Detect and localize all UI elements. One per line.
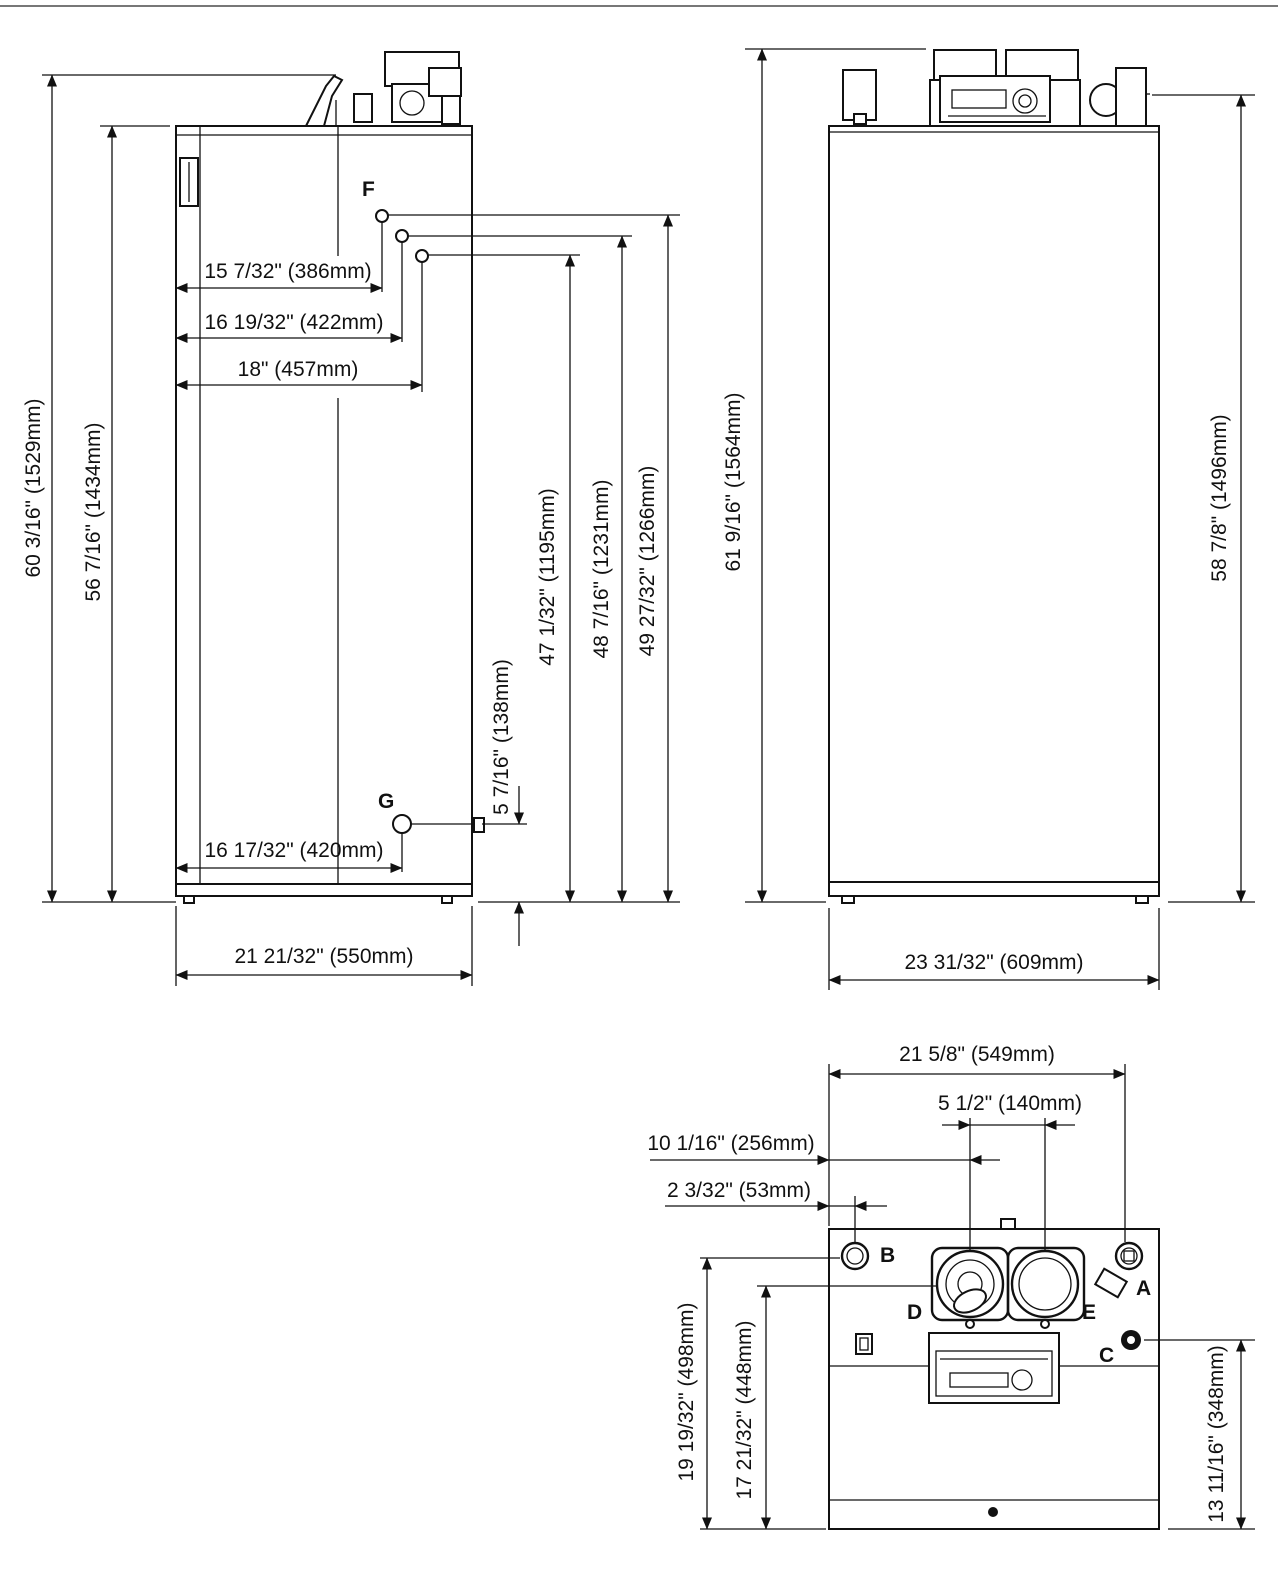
dim-d-depth: 17 21/32" (448mm) (733, 1320, 756, 1499)
front-base (828, 881, 1160, 897)
label-g: G (378, 790, 394, 813)
side-top-components (304, 51, 462, 127)
vent-e-icon (1006, 1246, 1086, 1329)
dim-f-upper: 15 7/32" (386mm) (204, 260, 371, 283)
side-base (175, 883, 473, 897)
dim-top-width: 21 5/8" (549mm) (899, 1043, 1055, 1066)
dim-g-height: 5 7/16" (138mm) (490, 659, 513, 815)
dim-g-horizontal: 16 17/32" (420mm) (204, 839, 383, 862)
top-control-panel (928, 1332, 1060, 1404)
label-a: A (1136, 1277, 1151, 1300)
dim-f-height-upper: 49 27/32" (1266mm) (636, 466, 659, 657)
label-d: D (907, 1301, 922, 1324)
power-switch-icon (855, 1333, 873, 1355)
label-e: E (1082, 1301, 1096, 1324)
connection-b-icon (840, 1241, 870, 1271)
top-view: B A C D E 21 5/8" (549mm) 5 1/2" (140 (647, 1043, 1255, 1530)
dim-c-depth: 13 11/16" (348mm) (1205, 1345, 1228, 1523)
label-f: F (362, 178, 375, 201)
side-cabinet (175, 125, 473, 885)
connection-f-upper-icon (375, 209, 389, 223)
side-view: F G 60 3/16" (1529mm) 56 7/16 (22, 51, 680, 986)
dim-height-overall: 60 3/16" (1529mm) (22, 398, 45, 577)
front-view: 61 9/16" (1564mm) 58 7/8" (1496mm) 23 31… (722, 48, 1255, 990)
dim-depth: 21 21/32" (550mm) (234, 945, 413, 968)
front-top-components (842, 49, 1150, 127)
bottom-screw-icon (988, 1507, 998, 1517)
connection-f-lower-icon (415, 249, 429, 263)
label-c: C (1099, 1344, 1114, 1367)
dim-f-lower: 18" (457mm) (238, 358, 359, 381)
dim-height-cabinet: 56 7/16" (1434mm) (82, 422, 105, 601)
dim-d-offset: 10 1/16" (256mm) (647, 1132, 814, 1155)
dim-b-depth: 19 19/32" (498mm) (675, 1302, 698, 1481)
dim-f-middle: 16 19/32" (422mm) (204, 311, 383, 334)
connection-g-icon (392, 814, 412, 834)
dim-de-spacing: 5 1/2" (140mm) (938, 1092, 1082, 1115)
dim-b-offset: 2 3/32" (53mm) (667, 1179, 811, 1202)
dim-f-height-lower: 47 1/32" (1195mm) (536, 488, 559, 666)
label-b: B (880, 1244, 895, 1267)
dim-front-height-overall: 61 9/16" (1564mm) (722, 392, 745, 571)
dim-front-height-top: 58 7/8" (1496mm) (1208, 414, 1231, 581)
connection-a-icon (1114, 1241, 1144, 1271)
front-cabinet (828, 125, 1160, 883)
dim-front-width: 23 31/32" (609mm) (904, 951, 1083, 974)
dim-f-height-middle: 48 7/16" (1231mm) (590, 479, 613, 658)
connection-f-middle-icon (395, 229, 409, 243)
